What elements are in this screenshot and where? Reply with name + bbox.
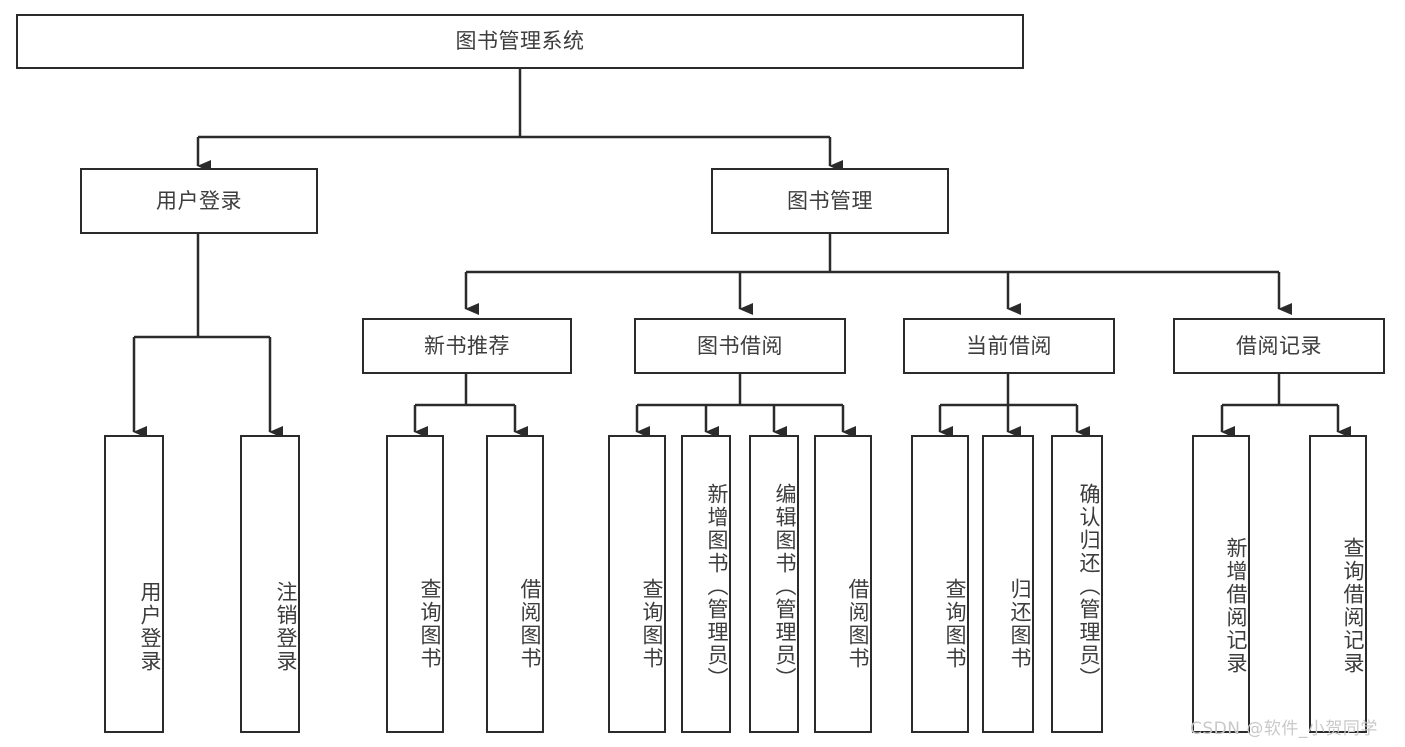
leaf-user-login-signout[interactable]: 注销登录 xyxy=(240,435,300,733)
node-borrow-record-label: 借阅记录 xyxy=(1236,333,1322,358)
leaf-borrow-edit-book-admin-label: 编辑图书（管理员） xyxy=(773,482,797,690)
leaf-borrow-query-book[interactable]: 查询图书 xyxy=(608,435,666,733)
leaf-record-add-record-label: 新增借阅记录 xyxy=(1224,537,1248,675)
node-root-label: 图书管理系统 xyxy=(455,29,585,54)
node-book-borrow[interactable]: 图书借阅 xyxy=(634,318,846,374)
leaf-new-book-borrow-label: 借阅图书 xyxy=(518,578,542,670)
leaf-user-login-signin-label: 用户登录 xyxy=(138,581,162,673)
leaf-current-query-book[interactable]: 查询图书 xyxy=(911,435,969,733)
leaf-borrow-borrow-book-label: 借阅图书 xyxy=(846,578,870,670)
node-book-management-label: 图书管理 xyxy=(787,188,873,213)
leaf-borrow-query-book-label: 查询图书 xyxy=(640,578,664,670)
node-user-login[interactable]: 用户登录 xyxy=(80,168,318,234)
leaf-current-return-book-label: 归还图书 xyxy=(1008,578,1032,670)
leaf-new-book-query-label: 查询图书 xyxy=(418,578,442,670)
node-new-book-recommend[interactable]: 新书推荐 xyxy=(362,318,572,374)
csdn-watermark: CSDN @软件_小贺同学 xyxy=(1190,719,1378,739)
node-current-borrow-label: 当前借阅 xyxy=(966,333,1052,358)
leaf-new-book-query[interactable]: 查询图书 xyxy=(386,435,444,733)
leaf-user-login-signout-label: 注销登录 xyxy=(274,581,298,673)
leaf-borrow-borrow-book[interactable]: 借阅图书 xyxy=(814,435,872,733)
leaf-current-confirm-return-admin-label: 确认归还（管理员） xyxy=(1077,482,1101,690)
leaf-user-login-signin[interactable]: 用户登录 xyxy=(104,435,164,733)
leaf-current-confirm-return-admin[interactable]: 确认归还（管理员） xyxy=(1051,435,1103,733)
leaf-borrow-add-book-admin-label: 新增图书（管理员） xyxy=(705,482,729,690)
leaf-new-book-borrow[interactable]: 借阅图书 xyxy=(486,435,544,733)
node-book-borrow-label: 图书借阅 xyxy=(697,333,783,358)
node-current-borrow[interactable]: 当前借阅 xyxy=(903,318,1115,374)
leaf-record-query-record-label: 查询借阅记录 xyxy=(1341,537,1365,675)
leaf-borrow-add-book-admin[interactable]: 新增图书（管理员） xyxy=(681,435,731,733)
leaf-record-add-record[interactable]: 新增借阅记录 xyxy=(1192,435,1250,733)
node-user-login-label: 用户登录 xyxy=(156,188,242,213)
leaf-current-return-book[interactable]: 归还图书 xyxy=(982,435,1034,733)
leaf-borrow-edit-book-admin[interactable]: 编辑图书（管理员） xyxy=(749,435,799,733)
node-borrow-record[interactable]: 借阅记录 xyxy=(1173,318,1385,374)
leaf-current-query-book-label: 查询图书 xyxy=(943,578,967,670)
node-new-book-recommend-label: 新书推荐 xyxy=(424,333,510,358)
leaf-record-query-record[interactable]: 查询借阅记录 xyxy=(1309,435,1367,733)
node-root-library-system[interactable]: 图书管理系统 xyxy=(16,14,1024,69)
node-book-management[interactable]: 图书管理 xyxy=(711,168,949,234)
